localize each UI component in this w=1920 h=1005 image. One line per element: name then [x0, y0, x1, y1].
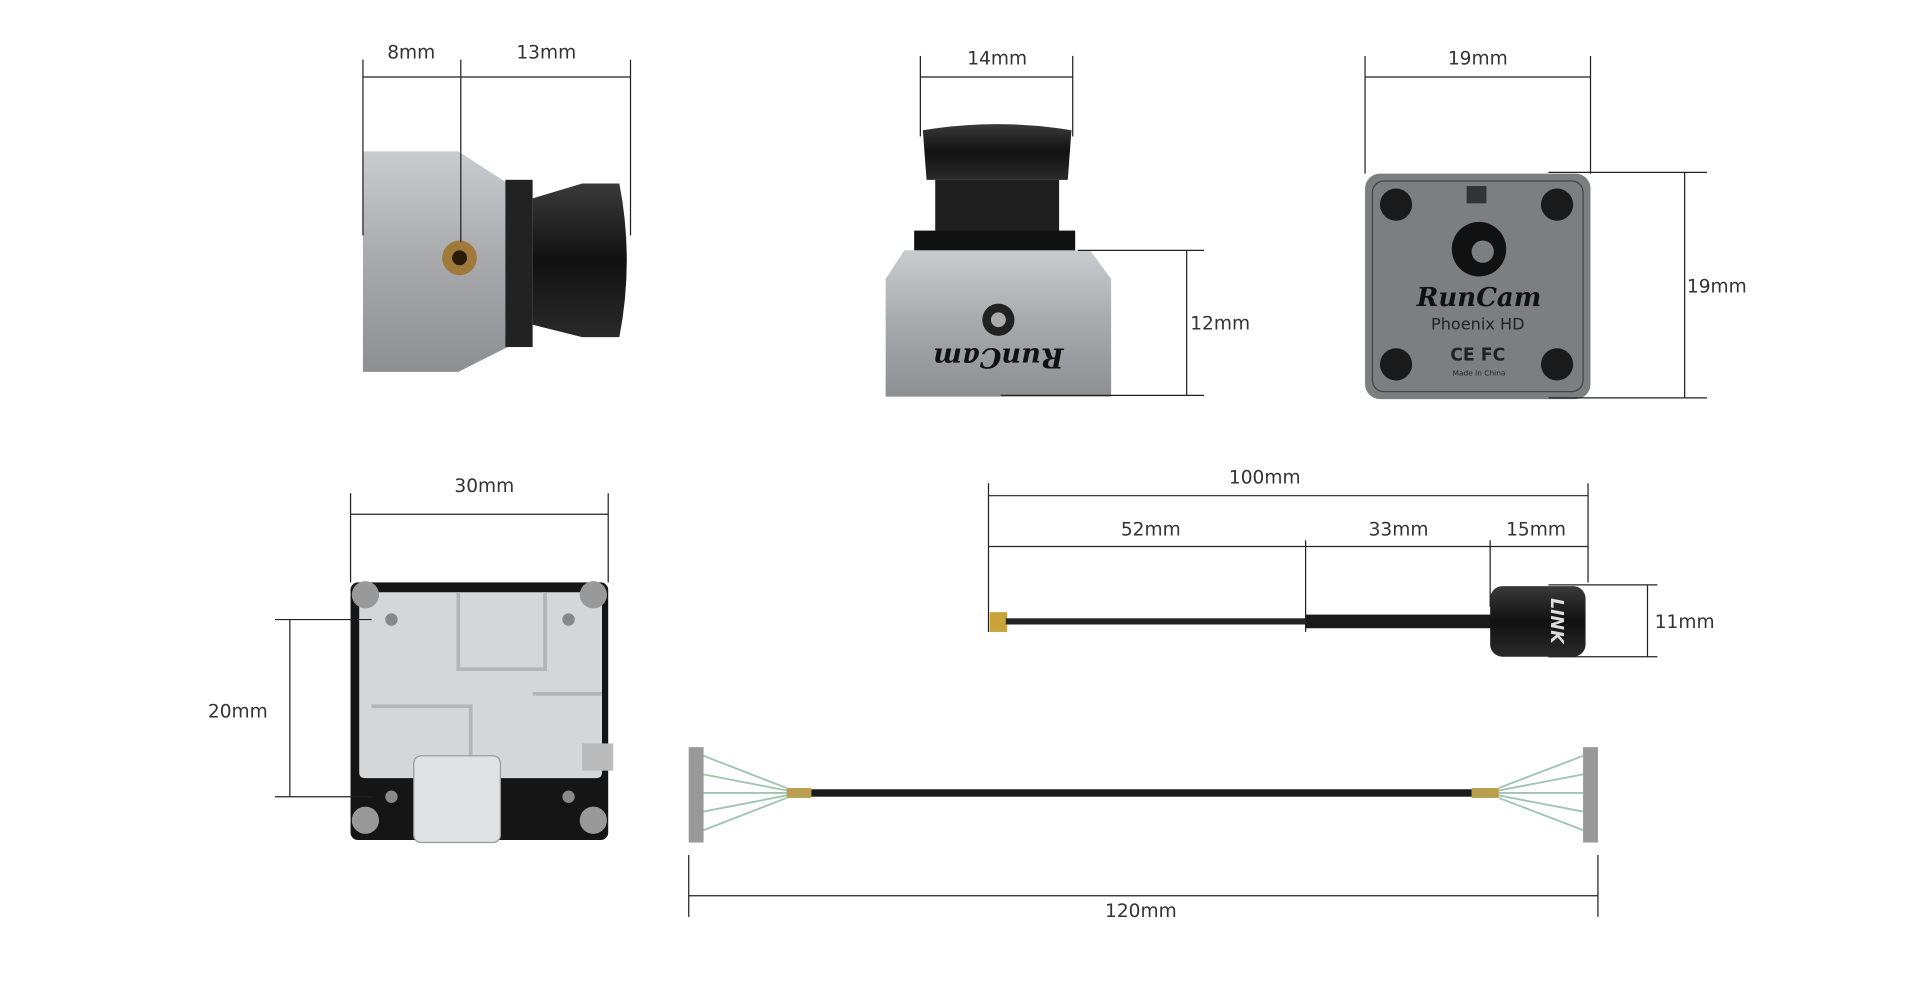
- camera-front-view: RunCam 14mm 12mm: [885, 49, 1250, 397]
- antenna-cap-diameter-label: 11mm: [1655, 612, 1715, 633]
- antenna: LINK 100mm 52mm 33mm 15mm 11mm: [987, 467, 1715, 658]
- coax-length-label: 120mm: [1105, 901, 1177, 922]
- side-depth-lens-label: 13mm: [516, 42, 576, 63]
- front-lens-width-label: 14mm: [967, 49, 1027, 70]
- back-cert-marks: CE FC: [1450, 346, 1505, 366]
- back-height-label: 19mm: [1687, 277, 1747, 298]
- antenna-segment-2-label: 33mm: [1369, 519, 1429, 540]
- antenna-cap-text: LINK: [1546, 598, 1566, 645]
- front-body-height-label: 12mm: [1190, 314, 1250, 335]
- back-model-name: Phoenix HD: [1431, 315, 1524, 334]
- antenna-segment-1-label: 52mm: [1121, 519, 1181, 540]
- back-width-label: 19mm: [1448, 49, 1508, 70]
- back-brand-logo: RunCam: [1416, 283, 1541, 313]
- back-origin: Made in China: [1453, 369, 1506, 378]
- vtx-board: 30mm 20mm: [208, 476, 614, 844]
- side-depth-body-label: 8mm: [387, 42, 435, 63]
- camera-back-view: RunCam Phoenix HD CE FC Made in China 19…: [1364, 49, 1747, 400]
- antenna-total-label: 100mm: [1229, 467, 1301, 488]
- board-hole-spacing-label: 20mm: [208, 701, 268, 722]
- coax-cable: 120mm: [688, 747, 1599, 922]
- board-width-label: 30mm: [454, 476, 514, 497]
- antenna-segment-3-label: 15mm: [1506, 519, 1566, 540]
- front-logo: RunCam: [933, 341, 1064, 373]
- camera-side-view: 8mm 13mm: [362, 42, 632, 372]
